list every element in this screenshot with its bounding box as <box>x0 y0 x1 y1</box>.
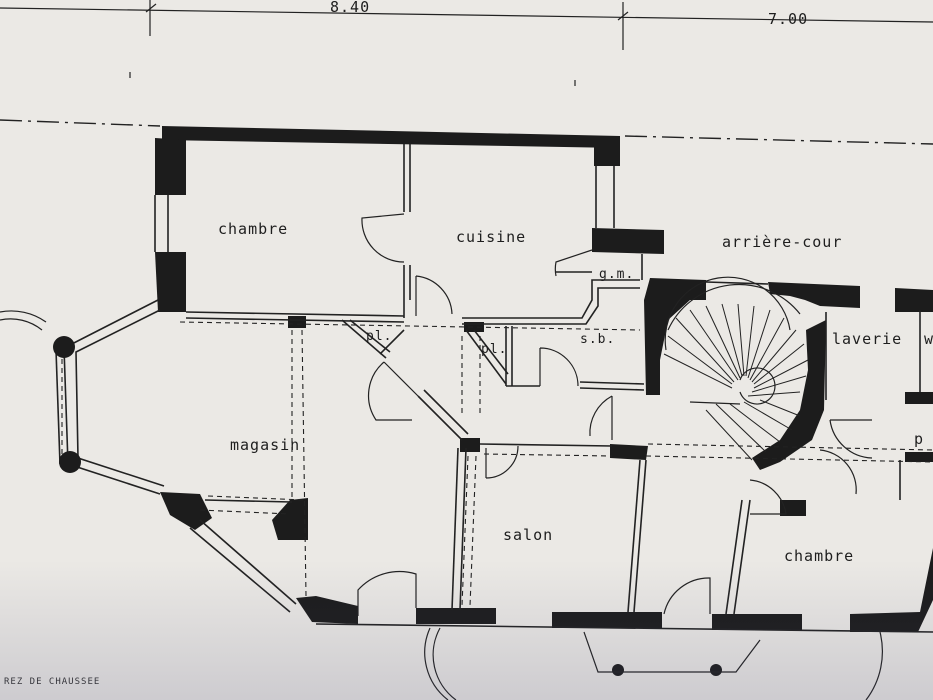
room-label-salon: salon <box>503 526 553 544</box>
spiral-staircase <box>663 276 809 461</box>
dimension-line: 8.40 7.00 <box>0 0 933 86</box>
room-label-cuisine: cuisine <box>456 228 526 246</box>
column-bottom-1 <box>612 664 624 676</box>
room-label-partial-p: p <box>914 430 924 448</box>
column-upper-left <box>53 336 75 358</box>
dimension-second: 7.00 <box>768 10 808 28</box>
door-swings <box>357 213 873 616</box>
dimension-first: 8.40 <box>330 0 370 16</box>
room-label-partial-w: w <box>924 330 933 348</box>
interior-walls <box>55 144 933 633</box>
column-lower-left <box>59 451 81 473</box>
column-bottom-2 <box>710 664 722 676</box>
room-label-pl-1: pl. <box>366 329 392 344</box>
walls <box>154 126 933 632</box>
room-label-gm: g.m. <box>599 267 634 282</box>
room-label-laverie: laverie <box>832 330 902 348</box>
room-label-arriere-cour: arrière-cour <box>722 233 842 251</box>
room-label-pl-2: pl. <box>481 342 507 357</box>
room-label-sb: s.b. <box>580 332 615 347</box>
room-label-magasin: magasin <box>230 436 300 454</box>
room-label-chambre-right: chambre <box>784 547 854 565</box>
room-label-chambre: chambre <box>218 220 288 238</box>
drawing-title: REZ DE CHAUSSEE <box>4 677 100 687</box>
columns <box>0 310 883 700</box>
room-labels: chambre cuisine arrière-cour g.m. magasi… <box>218 220 933 565</box>
axis-line <box>0 119 933 145</box>
dashed-lines <box>61 321 933 607</box>
